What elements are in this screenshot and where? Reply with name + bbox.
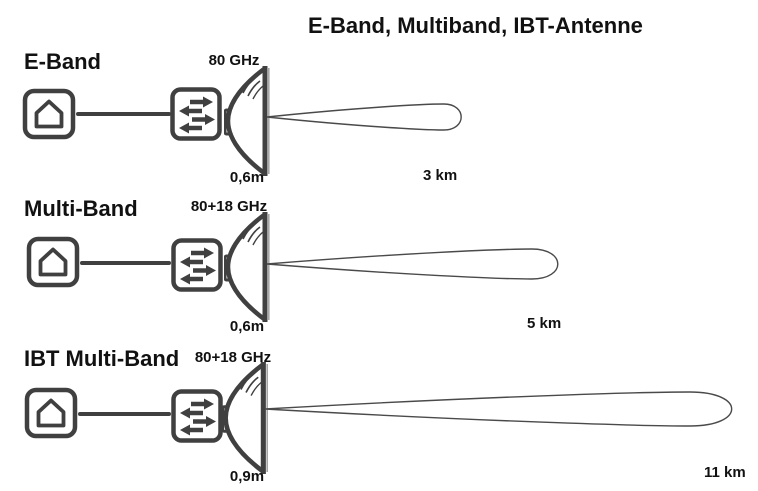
- house-icon: [22, 88, 76, 140]
- row-label: IBT Multi-Band: [24, 346, 180, 371]
- antenna-dish-icon: [221, 362, 269, 474]
- connection-line: [78, 412, 171, 416]
- antenna-dish-icon: [224, 212, 270, 322]
- range-label: 5 km: [527, 315, 562, 332]
- range-label: 3 km: [423, 167, 458, 184]
- frequency-label: 80+18 GHz: [190, 198, 268, 215]
- bidirectional-arrows-icon: [170, 87, 222, 141]
- row-label: E-Band: [24, 49, 101, 74]
- dish-size-label: 0,9m: [229, 468, 265, 485]
- connection-line: [76, 112, 171, 116]
- dish-size-label: 0,6m: [229, 169, 265, 186]
- frequency-label: 80 GHz: [208, 52, 260, 69]
- bidirectional-arrows-icon: [171, 389, 223, 443]
- frequency-label: 80+18 GHz: [194, 349, 272, 366]
- house-icon: [24, 387, 78, 439]
- antenna-dish-icon: [224, 66, 270, 176]
- beam-lobe: [264, 391, 733, 427]
- beam-lobe: [266, 248, 559, 280]
- bidirectional-arrows-icon: [171, 238, 223, 292]
- house-icon: [26, 236, 80, 288]
- connection-line: [80, 261, 171, 265]
- dish-size-label: 0,6m: [229, 318, 265, 335]
- range-label: 11 km: [704, 464, 746, 481]
- row-label: Multi-Band: [24, 196, 138, 221]
- beam-lobe: [266, 103, 462, 131]
- diagram-title: E-Band, Multiband, IBT-Antenne: [308, 13, 643, 38]
